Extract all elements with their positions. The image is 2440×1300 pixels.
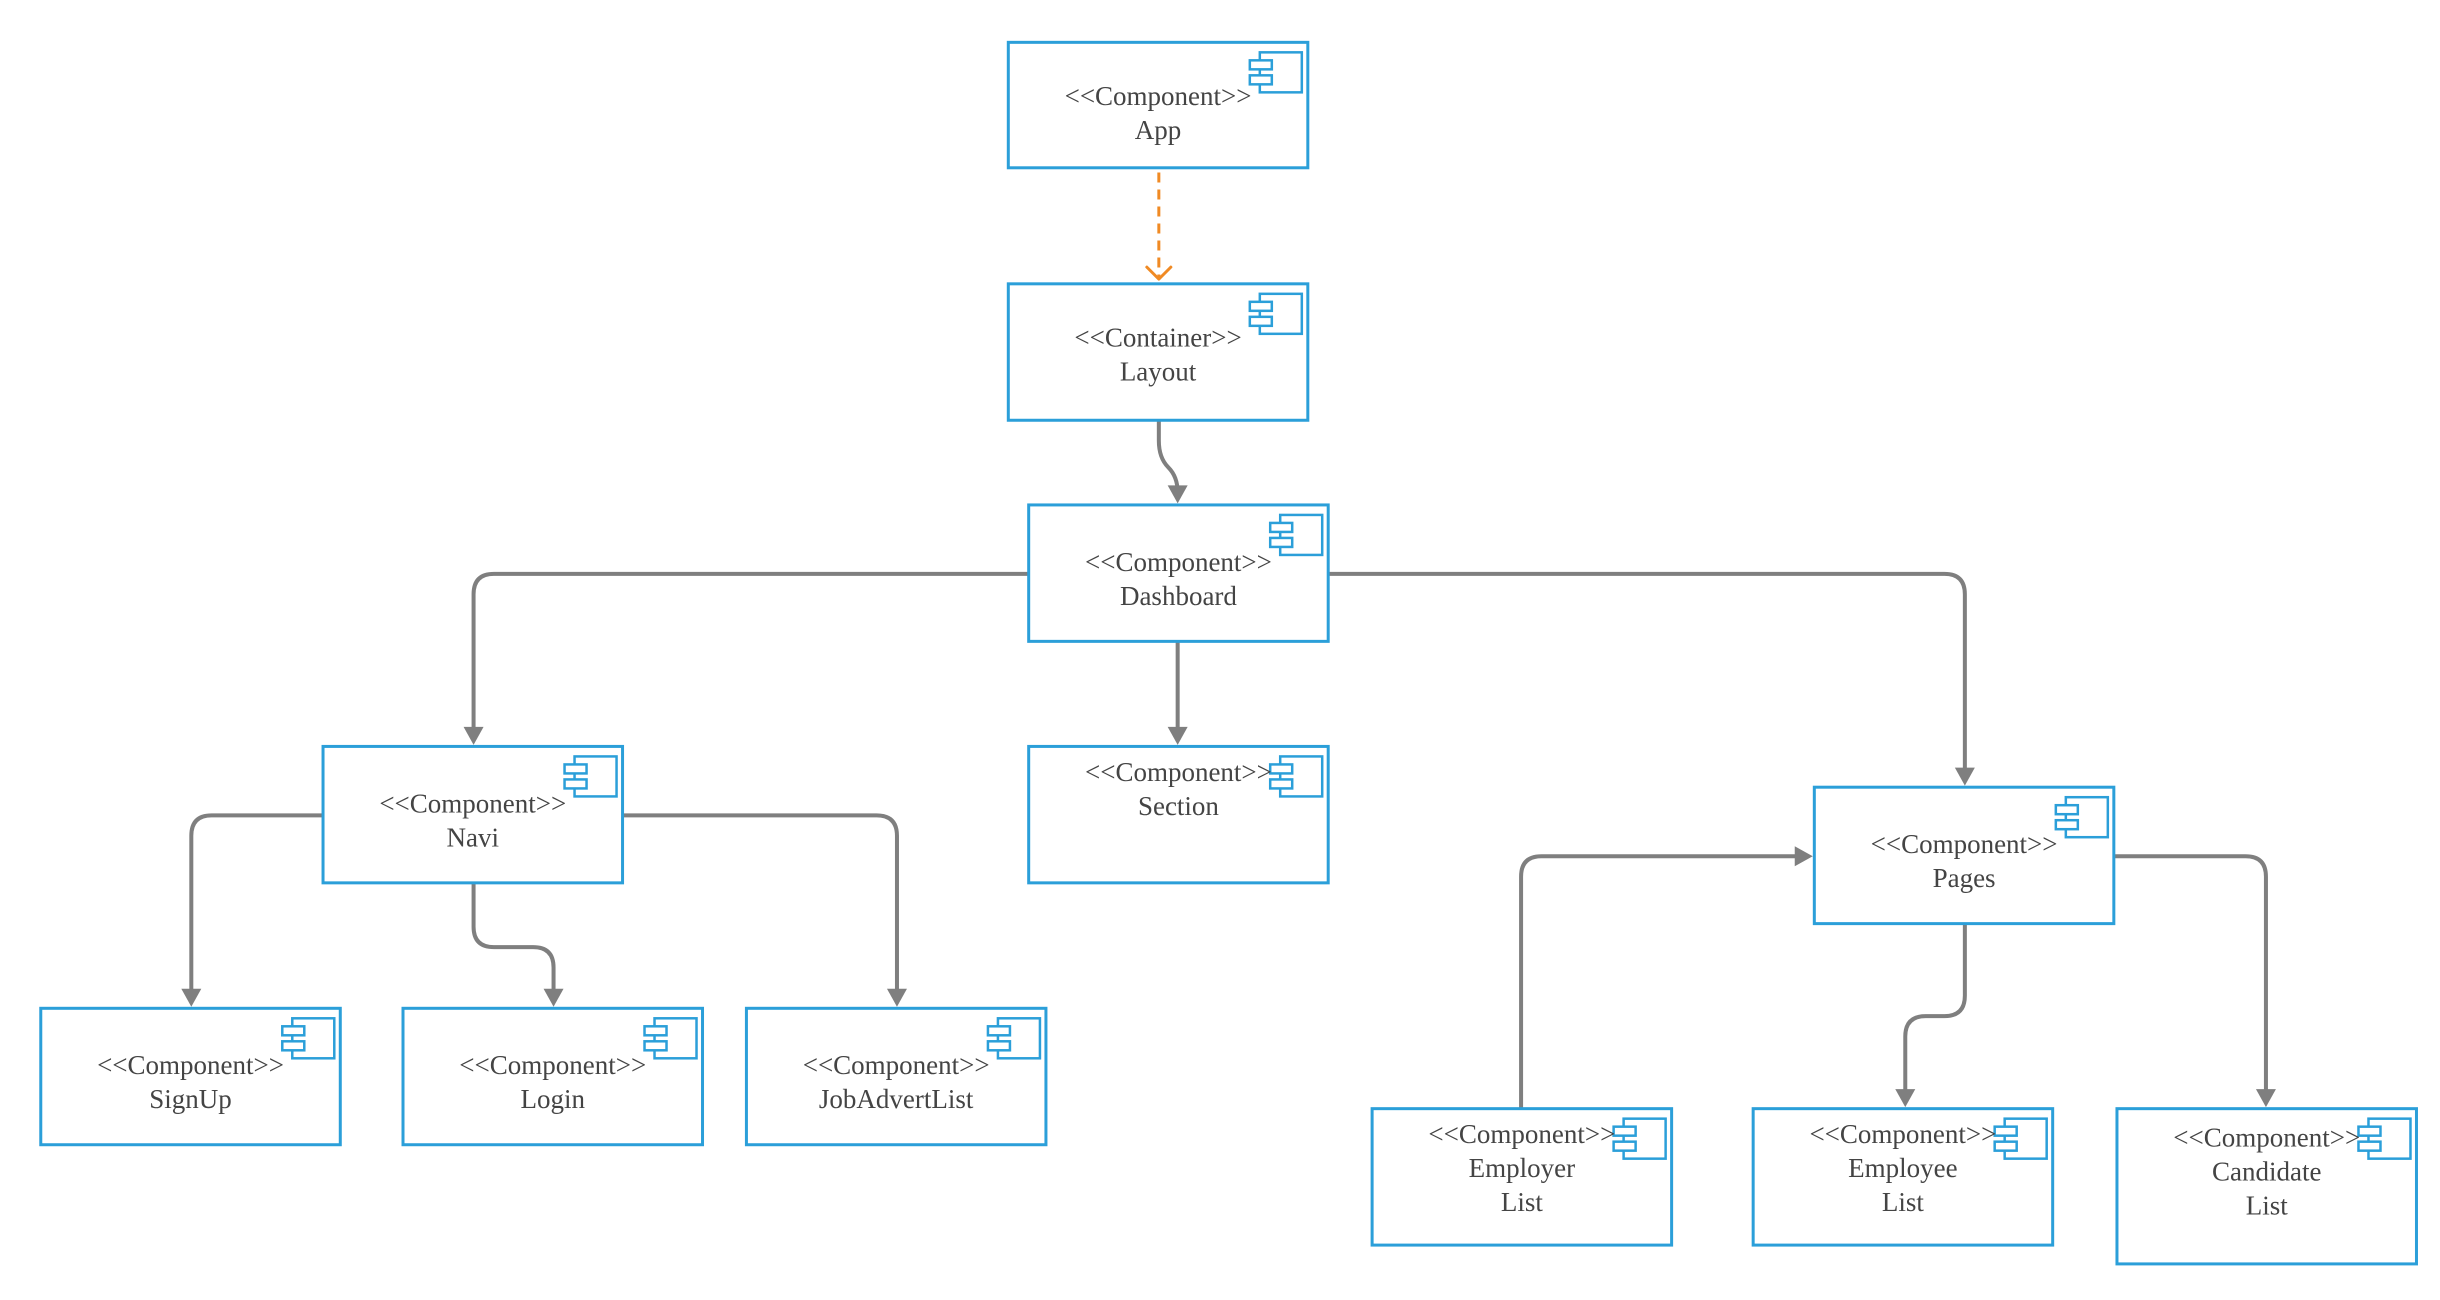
arrowhead-icon	[1954, 767, 1975, 786]
node-stereotype: <<Component>>	[459, 1050, 646, 1080]
arrowhead-icon	[1895, 1089, 1916, 1108]
edge-dashboard-to-pages	[1326, 571, 1975, 786]
node-name: Layout	[1120, 357, 1197, 387]
component-icon	[2357, 1117, 2412, 1160]
edge-employer-to-pages	[1519, 846, 1813, 1111]
component-icon	[1612, 1117, 1667, 1160]
node-stereotype: <<Component>>	[97, 1050, 284, 1080]
node-stereotype: <<Component>>	[1085, 757, 1272, 787]
node-login[interactable]: <<Component>> Login	[401, 1006, 705, 1147]
node-layout[interactable]: <<Container>> Layout	[1006, 282, 1310, 422]
node-signup[interactable]: <<Component>> SignUp	[39, 1006, 342, 1147]
open-arrow-icon	[1145, 265, 1173, 281]
component-icon	[563, 755, 618, 798]
association-line	[1326, 571, 1967, 774]
edge-pages-to-candidate	[2111, 854, 2276, 1108]
node-stereotype: <<Component>>	[803, 1050, 990, 1080]
node-stereotype: <<Component>>	[1428, 1119, 1615, 1149]
node-jobadvert[interactable]: <<Component>> JobAdvertList	[744, 1006, 1048, 1147]
edges-layer	[181, 172, 2276, 1111]
node-name: Pages	[1933, 863, 1996, 893]
node-name: Dashboard	[1120, 581, 1237, 611]
arrowhead-icon	[1167, 726, 1188, 745]
edge-pages-to-employee	[1895, 923, 1967, 1108]
component-icon	[1248, 292, 1304, 336]
node-pages[interactable]: <<Component>> Pages	[1812, 785, 2116, 926]
node-dashboard[interactable]: <<Component>> Dashboard	[1027, 503, 1330, 643]
component-icon	[281, 1017, 336, 1060]
association-line	[1156, 419, 1180, 495]
association-line	[471, 571, 1031, 733]
arrowhead-icon	[1167, 485, 1188, 504]
node-name: JobAdvertList	[819, 1084, 974, 1114]
component-icon	[1268, 755, 1324, 798]
component-icon	[1993, 1117, 2048, 1160]
edge-dashboard-to-section	[1167, 640, 1188, 745]
node-name: App	[1135, 115, 1182, 145]
association-line	[620, 813, 899, 995]
node-name: List	[1501, 1187, 1544, 1217]
association-line	[1519, 854, 1801, 1111]
node-stereotype: <<Component>>	[379, 788, 566, 818]
node-stereotype: <<Component>>	[1065, 81, 1252, 111]
nodes-layer: <<Component>> App <<Container>> Layout <<Com…	[39, 40, 2418, 1266]
node-name: Navi	[447, 822, 499, 852]
node-name: Employer	[1469, 1153, 1575, 1183]
association-line	[1903, 923, 1967, 1095]
node-app[interactable]: <<Component>> App	[1006, 40, 1310, 170]
edge-app-to-layout	[1145, 172, 1173, 281]
node-name: SignUp	[149, 1084, 232, 1114]
component-icon	[986, 1017, 1042, 1060]
edge-layout-to-dashboard	[1156, 419, 1188, 504]
node-name: Login	[521, 1084, 586, 1114]
arrowhead-icon	[463, 726, 484, 745]
node-stereotype: <<Component>>	[2173, 1122, 2360, 1152]
association-line	[2111, 854, 2268, 1095]
node-name: List	[2246, 1190, 2289, 1220]
edge-dashboard-to-navi	[463, 571, 1031, 745]
component-icon	[643, 1017, 698, 1060]
component-icon	[1268, 513, 1324, 557]
association-line	[189, 813, 326, 995]
node-stereotype: <<Component>>	[1809, 1119, 1996, 1149]
component-icon	[1248, 51, 1304, 94]
node-stereotype: <<Component>>	[1085, 547, 1272, 577]
node-section[interactable]: <<Component>> Section	[1027, 744, 1330, 885]
node-stereotype: <<Component>>	[1871, 829, 2058, 859]
component-icon	[2054, 795, 2110, 839]
node-name: Candidate	[2212, 1156, 2321, 1186]
edge-navi-to-jobadvert	[620, 813, 907, 1007]
arrowhead-icon	[181, 988, 202, 1007]
node-name: List	[1882, 1187, 1925, 1217]
arrowhead-icon	[1794, 846, 1813, 867]
edge-navi-to-login	[471, 882, 564, 1007]
edge-navi-to-signup	[181, 813, 326, 1007]
arrowhead-icon	[543, 988, 564, 1007]
association-line	[471, 882, 556, 995]
node-stereotype: <<Container>>	[1074, 323, 1241, 353]
node-navi[interactable]: <<Component>> Navi	[321, 744, 625, 885]
arrowhead-icon	[886, 988, 907, 1007]
node-name: Employee	[1848, 1153, 1957, 1183]
node-name: Section	[1138, 791, 1219, 821]
arrowhead-icon	[2255, 1089, 2276, 1108]
